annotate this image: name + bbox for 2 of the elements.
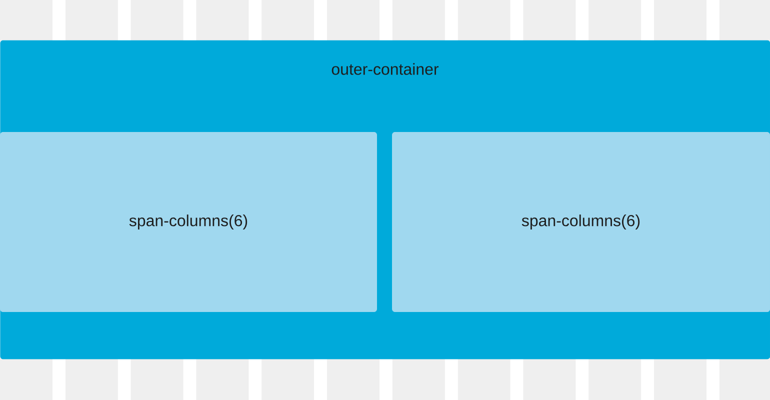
column-box: span-columns(6) (0, 132, 377, 312)
column-box: span-columns(6) (392, 132, 770, 312)
